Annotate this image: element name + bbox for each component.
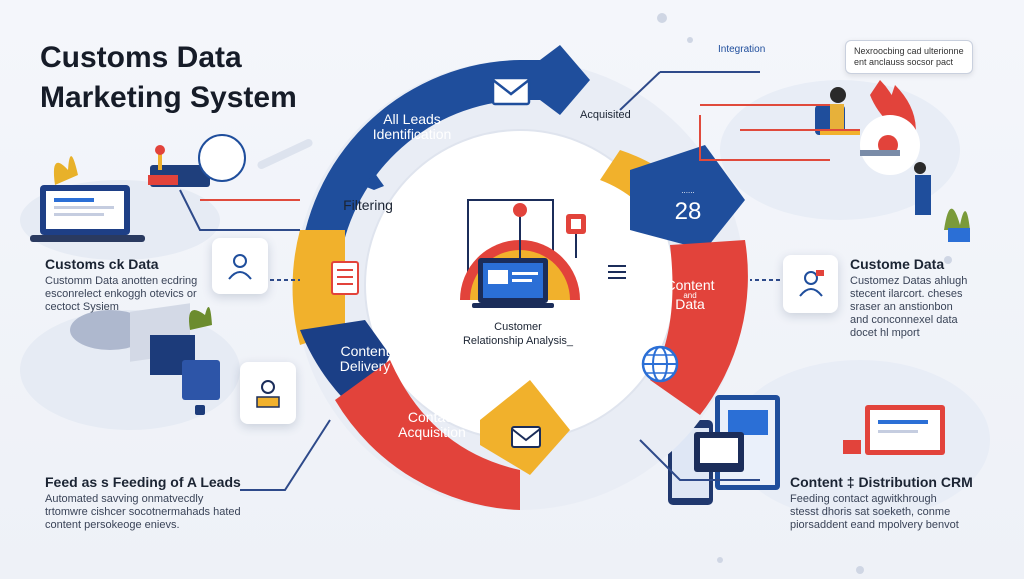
speech-bubble: Nexroocbing cad ulterionne ent anclauss … [845, 40, 973, 74]
globe-icon [641, 345, 679, 383]
envelope-icon [491, 76, 531, 106]
speech-bubble-line-2: ent anclauss socsor pact [854, 57, 954, 67]
label-filtering: Filtering [343, 197, 393, 213]
center-dashboard-illustration [460, 199, 586, 308]
label-content-data-small: and [683, 291, 696, 300]
right-block-1-line: docet hl mport [850, 327, 920, 339]
connector-lines [179, 71, 860, 491]
user-card-left-top [212, 238, 268, 294]
right-info-block-2: Content ‡ Distribution CRM Feeding conta… [790, 474, 973, 532]
user-icon-bottom [256, 380, 280, 408]
devices-illustration-right [668, 395, 945, 505]
user-card-left-bottom [240, 362, 296, 424]
title-line-2: Marketing System [40, 81, 297, 114]
label-contact-acquisition-2: Acquisition [398, 424, 466, 440]
label-content-delivery-2: Delivery [340, 358, 391, 374]
title-line-1: Customs Data [40, 41, 242, 74]
right-block-1-heading: Custome Data [850, 256, 945, 272]
left-block-2-line: content persokeoge enievs. [45, 519, 180, 531]
laptop-illustration-left [30, 139, 313, 242]
devices-illustration-left [70, 303, 220, 415]
label-number-small: ...... [681, 186, 694, 195]
envelope-icon-bottom [511, 426, 541, 448]
filter-icon [364, 172, 384, 190]
left-info-block-1: Customs ck Data Customm Data anotten ecd… [45, 256, 197, 314]
label-content-delivery-1: Content [340, 343, 389, 359]
right-block-1-line: and conconnexel data [850, 314, 958, 326]
left-block-1-heading: Customs ck Data [45, 256, 159, 272]
left-block-2-heading: Feed as s Feeding of A Leads [45, 474, 241, 490]
left-block-2-line: Automated savving onmatvecdly [45, 493, 204, 505]
right-block-2-line: stesst dhoris sat soeketh, conme [790, 506, 951, 518]
label-contact-acquisition-1: Contact [408, 409, 456, 425]
left-block-2-line: trtomwre cishcer socotnermahads hated [45, 506, 241, 518]
label-all-leads-1: All Leads [383, 111, 441, 127]
left-block-1-line: Customm Data anotten ecdring [45, 275, 198, 287]
left-info-block-2: Feed as s Feeding of A Leads Automated s… [45, 474, 241, 532]
label-content-data-2: Data [675, 296, 705, 312]
right-block-2-heading: Content ‡ Distribution CRM [790, 474, 973, 490]
label-all-leads-2: Identification [373, 126, 452, 142]
page-title: Customs Data Marketing System [40, 38, 297, 118]
label-content-data-1: Content [665, 277, 714, 293]
right-block-1-line: Customez Datas ahlugh [850, 275, 968, 287]
left-block-1-line: cectoct Sysiem [45, 301, 119, 313]
tag-integration: Integration [718, 44, 765, 55]
avatar-icon-top-left [198, 134, 246, 182]
document-icon [331, 261, 359, 295]
right-block-2-line: Feeding contact agwitkhrough [790, 493, 937, 505]
right-block-1-line: sraser an anstionbon [850, 301, 953, 313]
center-label-2: Relationship Analysis_ [463, 335, 574, 347]
center-label-1: Customer [494, 321, 542, 333]
speech-bubble-line-1: Nexroocbing cad ulterionne [854, 46, 964, 56]
segment-filtering [292, 230, 345, 345]
user-icon [228, 254, 252, 280]
right-info-block-1: Custome Data Customez Datas ahlugh stece… [850, 256, 967, 340]
user-card-right [783, 255, 838, 313]
tag-acquisited: Acquisited [580, 109, 631, 121]
right-block-1-line: stecent ilarcort. cheses [850, 288, 963, 300]
list-icon [608, 265, 626, 279]
right-block-2-line: piorsaddent eand mpolvery benvot [790, 519, 959, 531]
user-icon-right [798, 270, 824, 297]
segment-contact-acquisition [335, 360, 520, 510]
left-block-1-line: esconrelect enkoggh otevics or [45, 288, 197, 300]
label-number: 28 [675, 198, 702, 225]
person-illustration-right [815, 80, 970, 242]
segment-number [630, 145, 745, 250]
